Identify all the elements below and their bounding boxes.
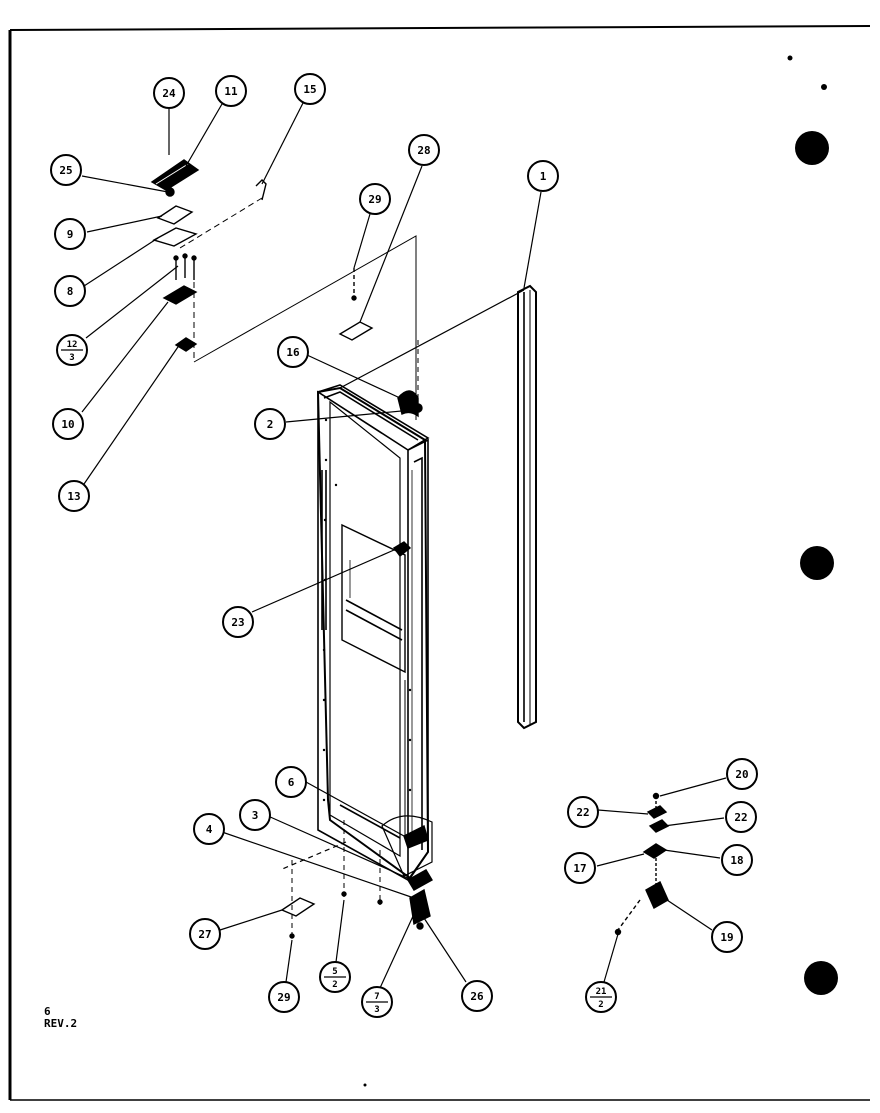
svg-text:3: 3: [252, 809, 259, 822]
callout-28: 28: [408, 134, 440, 166]
callout-12-over-3: 12 3: [56, 334, 88, 366]
callout-21-over-2: 21 2: [585, 981, 617, 1013]
svg-text:8: 8: [67, 285, 74, 298]
callout-7-over-3: 7 3: [361, 986, 393, 1018]
callout-18: 18: [721, 844, 753, 876]
callout-15: 15: [294, 73, 326, 105]
svg-text:24: 24: [162, 87, 176, 100]
top-hinge-assembly: [150, 159, 417, 420]
svg-text:29: 29: [368, 193, 381, 206]
svg-text:21: 21: [596, 987, 607, 997]
callout-17: 17: [564, 852, 596, 884]
lower-hinge-assembly: [614, 792, 670, 936]
svg-text:6: 6: [288, 776, 295, 789]
svg-text:15: 15: [303, 83, 316, 96]
svg-text:5: 5: [332, 967, 337, 977]
svg-text:3: 3: [374, 1005, 379, 1015]
svg-text:16: 16: [286, 346, 300, 359]
svg-text:26: 26: [470, 990, 484, 1003]
svg-text:18: 18: [730, 854, 743, 867]
door-rivets: [322, 418, 412, 802]
svg-text:22: 22: [734, 811, 747, 824]
svg-text:7: 7: [374, 992, 379, 1002]
svg-text:13: 13: [67, 490, 80, 503]
callout-2: 2: [254, 408, 286, 440]
svg-text:2: 2: [332, 980, 337, 990]
svg-text:3: 3: [69, 353, 74, 363]
callout-3: 3: [239, 799, 271, 831]
binder-holes: [787, 55, 838, 995]
callout-29-bottom: 29: [268, 981, 300, 1013]
callout-5-over-2: 5 2: [319, 961, 351, 993]
svg-text:10: 10: [61, 418, 74, 431]
callout-20: 20: [726, 758, 758, 790]
binder-hole-middle: [800, 546, 834, 580]
door-hardware: [280, 268, 433, 940]
callout-13: 13: [58, 480, 90, 512]
svg-text:11: 11: [224, 85, 238, 98]
callout-11: 11: [215, 75, 247, 107]
callout-8: 8: [54, 275, 86, 307]
svg-text:20: 20: [735, 768, 748, 781]
door-gasket-strip: [517, 284, 537, 730]
svg-text:9: 9: [67, 228, 74, 241]
callout-24: 24: [153, 77, 185, 109]
svg-text:22: 22: [576, 806, 589, 819]
callout-25: 25: [50, 154, 82, 186]
svg-text:17: 17: [573, 862, 586, 875]
callout-26: 26: [461, 980, 493, 1012]
callout-23: 23: [222, 606, 254, 638]
svg-text:19: 19: [720, 931, 733, 944]
svg-text:27: 27: [198, 928, 211, 941]
callout-9: 9: [54, 218, 86, 250]
revision-label: REV.2: [44, 1017, 78, 1030]
page-number: 6: [44, 1005, 51, 1018]
binder-hole-bottom: [804, 961, 838, 995]
binder-hole-top: [795, 131, 829, 165]
callout-10: 10: [52, 408, 84, 440]
svg-text:2: 2: [267, 418, 274, 431]
svg-text:28: 28: [417, 144, 430, 157]
callout-29-top: 29: [359, 183, 391, 215]
leader-lines: [81, 102, 727, 989]
callout-1: 1: [527, 160, 559, 192]
svg-text:29: 29: [277, 991, 290, 1004]
svg-text:1: 1: [540, 170, 547, 183]
callout-19: 19: [711, 921, 743, 953]
callout-22-left: 22: [567, 796, 599, 828]
svg-text:2: 2: [598, 1000, 603, 1010]
callout-27: 27: [189, 918, 221, 950]
callout-6: 6: [275, 766, 307, 798]
svg-text:12: 12: [67, 340, 78, 350]
callout-22-right: 22: [725, 801, 757, 833]
door-panel: [316, 384, 430, 882]
callout-4: 4: [193, 813, 225, 845]
svg-text:23: 23: [231, 616, 244, 629]
svg-text:25: 25: [59, 164, 72, 177]
callout-16: 16: [277, 336, 309, 368]
svg-text:4: 4: [206, 823, 213, 836]
